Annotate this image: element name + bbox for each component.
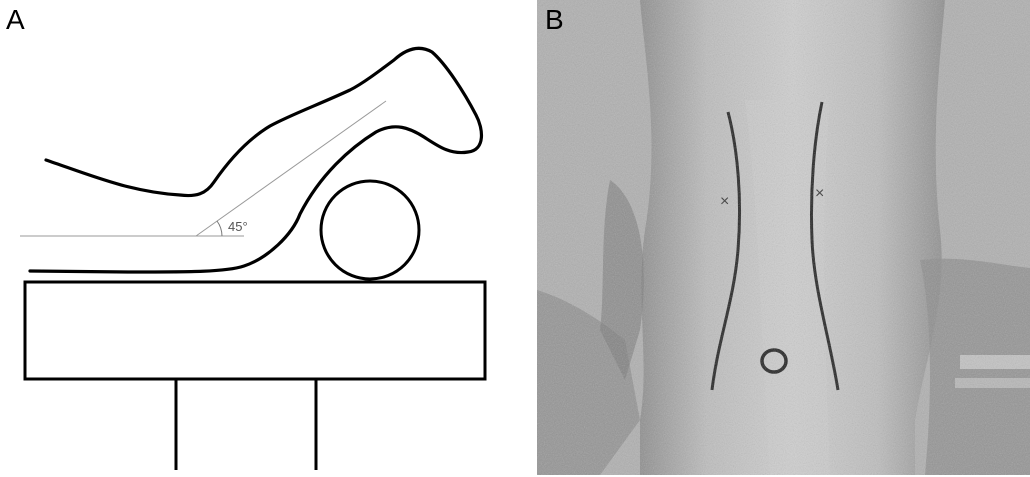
- leg-outline: [30, 48, 481, 272]
- panel-b-label: B: [545, 6, 564, 34]
- angle-arc: [217, 221, 222, 236]
- angle-label: 45°: [228, 219, 248, 234]
- panel-a-diagram: 45°: [20, 48, 485, 470]
- panel-a-label: A: [6, 6, 25, 34]
- panel-b-photo: × ×: [537, 0, 1030, 475]
- table-top: [25, 282, 485, 379]
- bolster-roll: [321, 181, 419, 279]
